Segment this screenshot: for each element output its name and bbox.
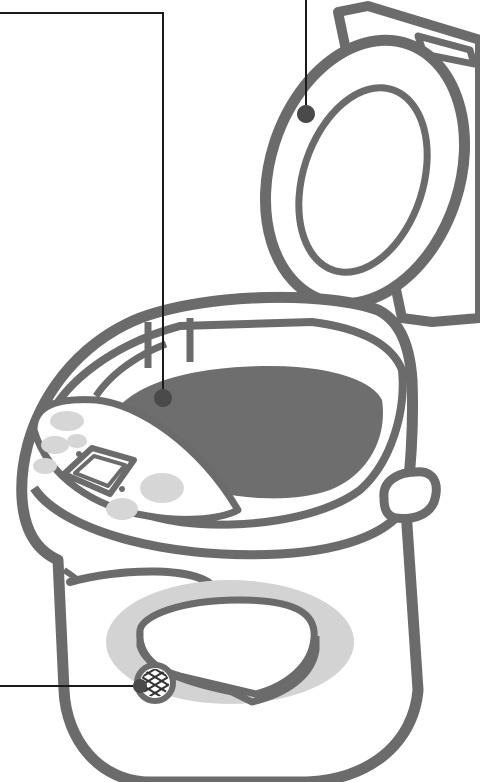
control-button	[41, 436, 69, 454]
control-button	[140, 473, 184, 503]
lid	[233, 6, 480, 330]
control-button	[50, 411, 84, 431]
pointer-dot-filter	[133, 679, 147, 693]
control-button	[106, 498, 138, 520]
control-button	[33, 458, 57, 474]
pointer-dot-inner-container	[154, 389, 172, 407]
carry-handle	[384, 472, 436, 519]
pointer-dot-lid	[297, 105, 315, 123]
indicator-light	[119, 486, 125, 492]
control-button	[67, 434, 87, 448]
